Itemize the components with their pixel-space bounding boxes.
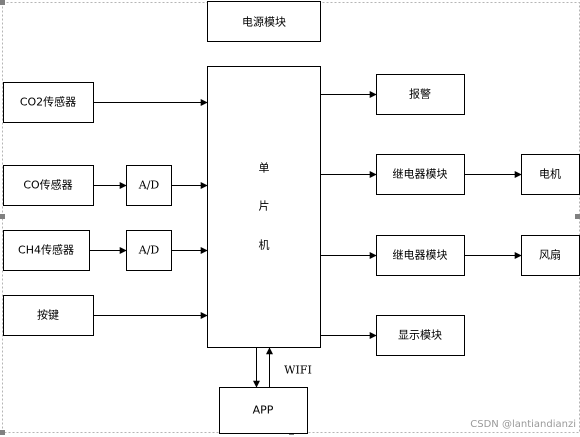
display-module-box [376, 315, 465, 356]
co-sensor-label: CO传感器 [23, 179, 72, 192]
handle-bottom-left[interactable] [0, 430, 5, 435]
motor-label: 电机 [539, 167, 561, 181]
co-sensor-box [3, 165, 94, 206]
handle-top-left[interactable] [0, 0, 5, 5]
mcu-box [207, 66, 321, 348]
ch4-sensor-box [3, 230, 90, 271]
handle-left-middle[interactable] [0, 214, 5, 219]
ad-converter-1-label: A/D [138, 179, 160, 192]
ch4-sensor-label: CH4传感器 [18, 244, 74, 257]
co2-sensor-label: CO2传感器 [20, 96, 76, 109]
relay-module-2-box [376, 235, 465, 276]
fan-label: 风扇 [539, 248, 561, 262]
power-module-box [207, 1, 321, 42]
ad-converter-2-box [126, 230, 172, 271]
mcu-label-char-2: 片 [259, 200, 270, 213]
mcu-label-char-1: 单 [259, 162, 270, 175]
relay-module-1-label: 继电器模块 [393, 168, 448, 181]
display-module-label: 显示模块 [398, 329, 442, 342]
alarm-box [376, 74, 465, 115]
alarm-label: 报警 [409, 87, 431, 101]
wifi-label: WIFI [284, 364, 312, 377]
csdn-watermark: CSDN @lantiandianzi [470, 419, 576, 430]
power-module-label: 电源模块 [242, 15, 286, 29]
app-label: APP [253, 404, 274, 417]
relay-module-2-label: 继电器模块 [393, 249, 448, 262]
app-box [219, 387, 308, 434]
ad-converter-2-label: A/D [138, 244, 160, 257]
handle-right-middle[interactable] [575, 214, 580, 219]
mcu-label-char-3: 机 [259, 238, 270, 252]
motor-box [521, 154, 580, 195]
keys-label: 按键 [37, 308, 59, 322]
ad-converter-1-box [126, 165, 172, 206]
